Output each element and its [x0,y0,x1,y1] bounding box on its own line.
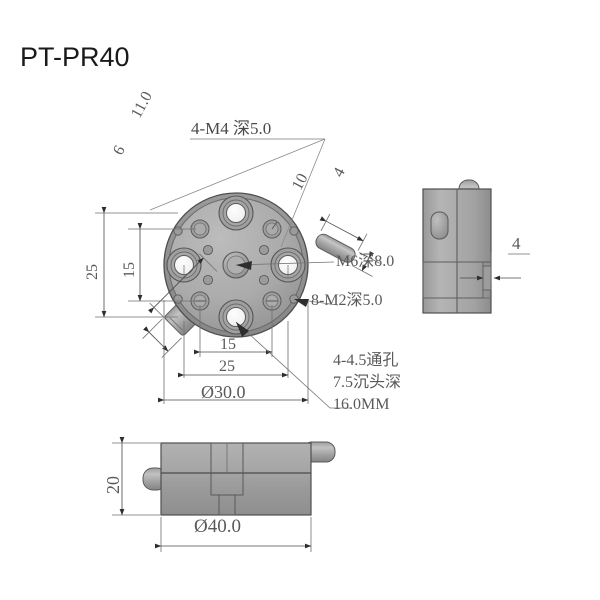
right-side-view-group [422,179,492,314]
dim-label-body-height: 20 [103,476,123,494]
page-title: PT-PR40 [20,42,130,72]
callout-through-hole-line3: 16.0MM [333,396,390,413]
top-view-group [163,192,356,338]
dim-label-inner-circle-vertical: 15 [121,262,138,278]
leader-lines [149,138,350,409]
dim-label-bolt-circle-vertical: 25 [84,264,101,280]
dimension-lines-top [95,206,380,404]
dimension-lines-bottom-view [112,436,312,552]
callout-through-hole-line2: 7.5沉头深 [333,374,402,391]
callout-m6-thread: M6深8.0 [336,253,395,270]
bottom-view-group [142,441,336,516]
dimension-lines-right-view [460,252,530,282]
dim-label-base-diameter: Ø40.0 [194,516,241,537]
dim-label-plate-diameter: Ø30.0 [201,382,246,402]
callout-through-hole-line1: 4-4.5通孔 [333,352,399,369]
dim-label-bolt-circle-horizontal: 25 [219,358,235,375]
m2-small-holes [173,226,299,304]
dim-label-inner-circle-horizontal: 15 [220,336,236,353]
dim-label-side-step: 4 [512,234,521,253]
callout-m4-thread: 4-M4 深5.0 [191,119,272,138]
callout-m2-thread: 8-M2深5.0 [311,292,383,309]
